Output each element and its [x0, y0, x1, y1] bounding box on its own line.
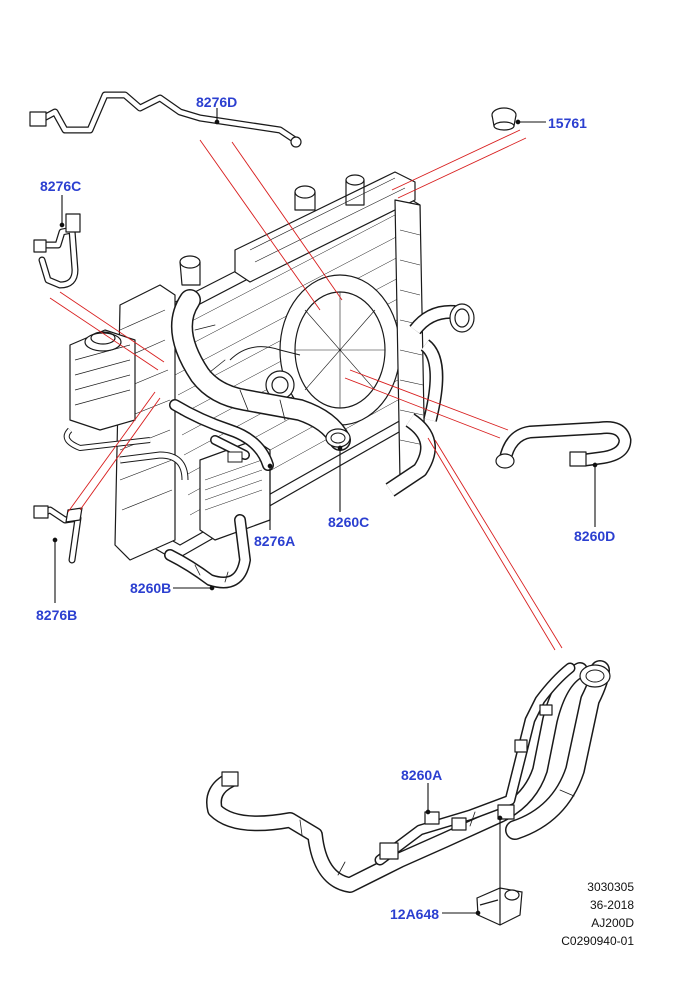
- hose-8276d: [29, 91, 302, 148]
- callout-15761: 15761: [548, 115, 587, 131]
- reference-code-3: AJ200D: [591, 916, 634, 930]
- reference-code-1: 3030305: [587, 880, 634, 894]
- callout-8276c: 8276C: [40, 178, 82, 194]
- callout-8260a: 8260A: [401, 767, 443, 783]
- hose-centre-branches: [169, 399, 274, 471]
- callout-8260d: 8260D: [574, 528, 616, 544]
- hose-8276b: [33, 505, 83, 564]
- callout-8276a: 8276A: [254, 533, 296, 549]
- callout-8260c: 8260C: [328, 514, 370, 530]
- hose-8276a: [171, 289, 351, 451]
- callout-8276d: 8276D: [196, 94, 238, 110]
- callout-12a648: 12A648: [390, 906, 440, 922]
- sensor-12a648: [476, 887, 523, 926]
- hose-8260d: [495, 421, 632, 469]
- radiator-assembly: [63, 171, 475, 561]
- callout-8276b: 8276B: [36, 607, 78, 623]
- hose-8260b: [164, 514, 252, 589]
- hose-8260a: [206, 660, 611, 893]
- reference-code-4: C0290940-01: [561, 934, 634, 948]
- leader-lines: [49, 129, 563, 651]
- sensor-15761: [491, 107, 517, 131]
- reference-code-2: 36-2018: [589, 898, 634, 912]
- callout-8260b: 8260B: [130, 580, 172, 596]
- hose-8276c: [33, 213, 81, 289]
- pointer-lines: [52, 108, 598, 916]
